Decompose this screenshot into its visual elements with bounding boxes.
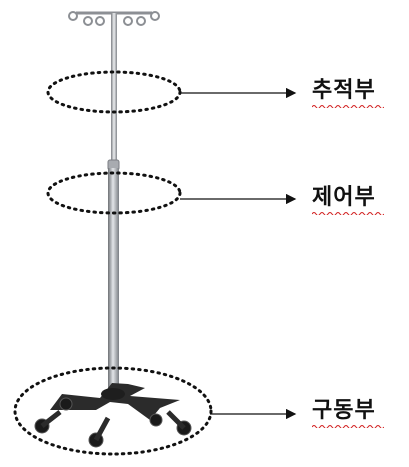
control-region-ellipse xyxy=(46,171,182,215)
drive-part-label: 구동부 xyxy=(312,398,376,423)
tracking-region-ellipse xyxy=(46,70,182,114)
upper-pole xyxy=(111,13,117,163)
spellcheck-underline xyxy=(312,212,384,215)
tracking-part-label: 추적부 xyxy=(312,78,376,103)
spellcheck-underline xyxy=(312,425,384,428)
control-part-label: 제어부 xyxy=(312,185,376,210)
spellcheck-underline xyxy=(312,105,384,108)
drive-region-ellipse xyxy=(13,366,213,456)
wheeled-base xyxy=(34,383,192,448)
lower-pole xyxy=(108,168,119,390)
